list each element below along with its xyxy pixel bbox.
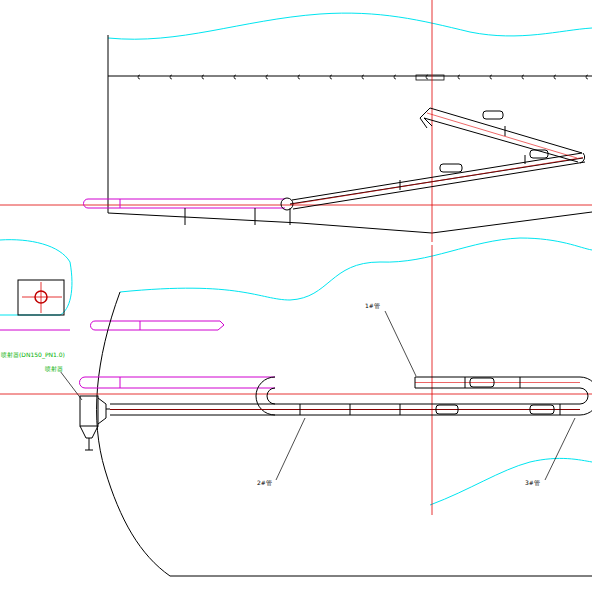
- callout-number: 1#管: [364, 303, 381, 309]
- callout-number: 2#管: [256, 480, 273, 486]
- equipment-label: 喷射器: [44, 366, 64, 372]
- pipe-spec-label: 喷射器(DN150_PN1.0): [0, 352, 66, 358]
- callout-number: 3#管: [524, 480, 541, 486]
